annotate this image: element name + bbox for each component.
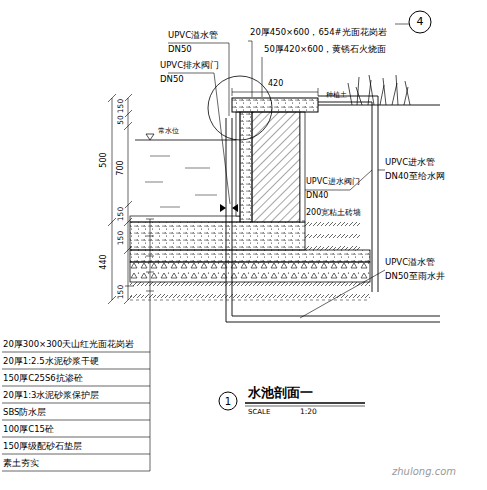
drawing-g xyxy=(108,94,134,304)
drawing-path xyxy=(108,94,132,304)
dimension: 50 xyxy=(117,114,125,126)
drawing-line xyxy=(395,24,409,25)
valve-size: DN40 xyxy=(306,192,328,201)
layer-note: 20厚300×300天山红光面花岗岩 xyxy=(3,340,134,349)
drawing-rect xyxy=(240,112,252,222)
drawing-path xyxy=(232,88,318,96)
drawing-path xyxy=(168,73,230,204)
dimension: 150 xyxy=(117,230,125,246)
drawing-line xyxy=(130,300,370,301)
drawing-rect xyxy=(232,98,318,112)
material-note: 20厚450×600，654#光面花岗岩 xyxy=(250,28,387,37)
drawing-title: 水池剖面一 xyxy=(248,386,313,400)
layer-note: 20厚1:3水泥砂浆保护层 xyxy=(3,391,100,400)
drawing-rect xyxy=(252,112,300,222)
drawing-path xyxy=(348,75,410,105)
drawing-rect xyxy=(305,222,360,250)
drawing-line xyxy=(150,219,151,471)
drawing-rect xyxy=(130,262,370,282)
drawing-rect xyxy=(130,282,370,300)
drawing-g xyxy=(168,41,385,318)
dimension: 420 xyxy=(268,80,283,89)
drawing-path xyxy=(146,134,154,140)
drawing-path xyxy=(318,105,440,106)
valve-label: UPVC进水阀门 xyxy=(306,178,360,187)
drawing-path xyxy=(220,204,238,212)
drawing-path xyxy=(146,219,154,291)
drawing-circle xyxy=(208,76,272,140)
drawing-g xyxy=(348,75,410,105)
valve-label: UPVC排水阀门 xyxy=(160,61,219,70)
layer-note: 150厚级配砂石垫层 xyxy=(3,442,82,451)
drawing-rect xyxy=(300,112,305,222)
layer-note: SBS防水层 xyxy=(3,408,46,417)
dimension: 150 xyxy=(117,206,125,222)
pipe-size: DN50至雨水井 xyxy=(385,272,445,281)
scale-label: SCALE xyxy=(248,409,270,417)
pipe-label: UPVC溢水管 xyxy=(168,31,218,40)
material-note: 50厚420×600，黄锈石火烧面 xyxy=(264,45,386,54)
drawing-circle xyxy=(409,11,431,33)
drawing-path xyxy=(305,170,372,190)
pipe-size: DN50 xyxy=(168,45,192,54)
drawing-rect xyxy=(130,250,370,262)
drawing-rect xyxy=(236,112,240,216)
layer-note: 100厚C15砼 xyxy=(3,425,54,434)
layer-note: 150厚C25S6抗渗砼 xyxy=(3,374,83,383)
drawing-path xyxy=(145,156,217,207)
drawing-line xyxy=(128,98,129,300)
wall-note: 200宽粘土砖墙 xyxy=(306,209,361,218)
drawing-path xyxy=(302,221,305,222)
dimension: 500 xyxy=(100,151,109,168)
layer-note: 20厚1:2.5水泥砂浆干硬 xyxy=(3,357,99,366)
callout-number: 1 xyxy=(225,396,231,407)
drawing-rect xyxy=(130,222,305,250)
drawing-path xyxy=(2,352,150,471)
drawing-path xyxy=(300,270,385,318)
valve-size: DN50 xyxy=(160,75,184,84)
dimension: 150 xyxy=(117,98,125,114)
water-level-label: 常水位 xyxy=(158,128,179,136)
layer-note: 素土夯实 xyxy=(3,459,39,468)
drawing-path xyxy=(226,118,440,322)
dimension: 150 xyxy=(117,284,125,300)
drawing-path xyxy=(262,57,263,97)
drawing-g xyxy=(145,156,217,207)
drawing-circle xyxy=(219,392,237,410)
drawing-g xyxy=(2,219,154,471)
callout-number: 4 xyxy=(417,16,424,28)
dimension: 700 xyxy=(117,159,126,176)
drawing-line xyxy=(245,406,365,407)
scale-value: 1:20 xyxy=(300,408,317,416)
pipe-label: UPVC溢水管 xyxy=(385,258,435,267)
watermark: zhulong.com xyxy=(392,466,456,477)
drawing-line xyxy=(245,402,365,404)
soil-label: 种植土 xyxy=(326,92,347,100)
pipe-label: UPVC进水管 xyxy=(385,158,435,167)
drawing-path xyxy=(378,170,385,171)
pipe-size: DN40至给水网 xyxy=(385,172,445,181)
drawing-path xyxy=(248,41,252,97)
drawing-line xyxy=(112,98,113,300)
dimension: 440 xyxy=(100,253,109,270)
